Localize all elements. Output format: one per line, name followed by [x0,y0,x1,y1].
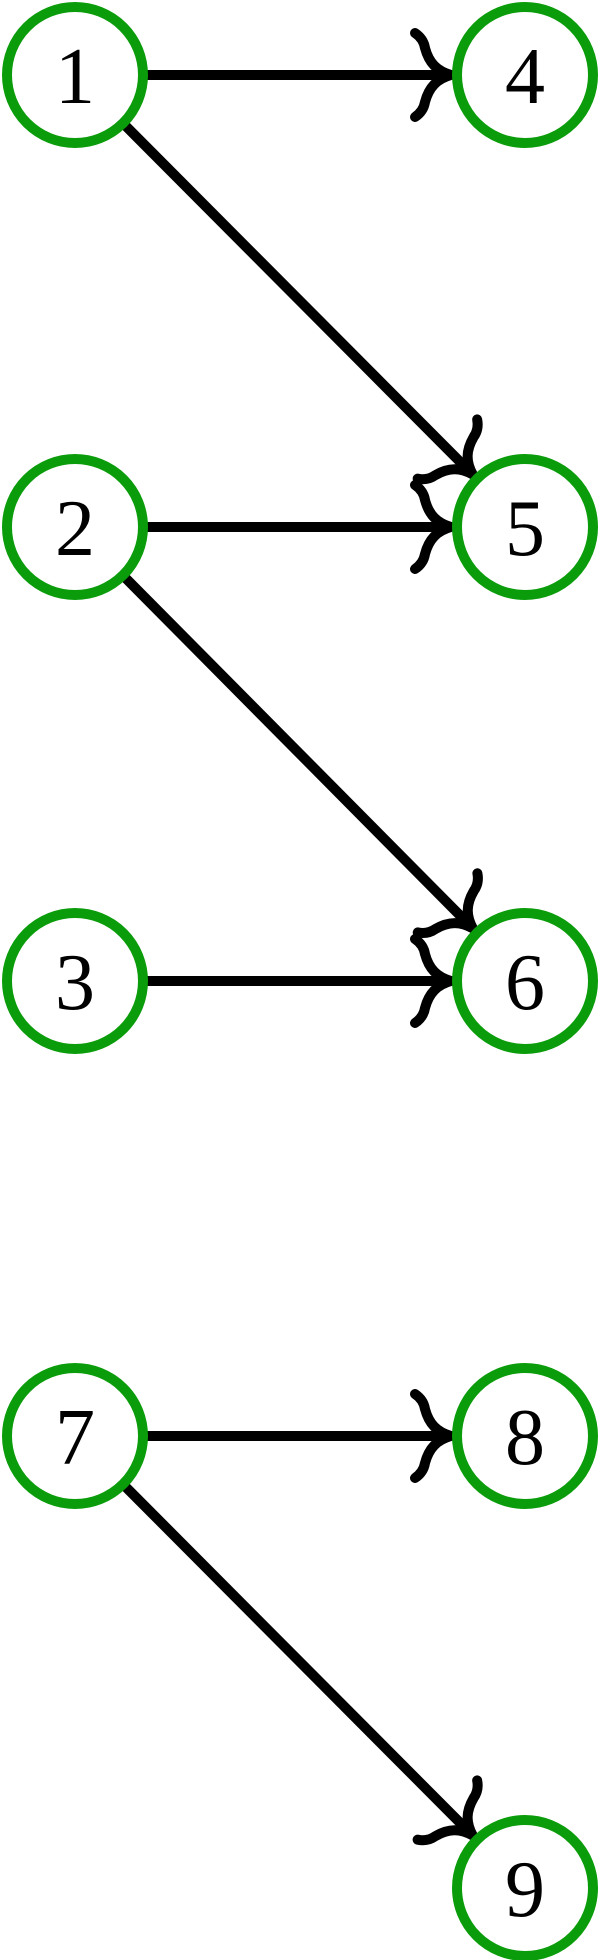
node-6-label: 6 [505,939,545,1027]
node-7-circle [2,1363,148,1509]
node-3-circle [2,908,148,1054]
node-4: 4 [452,2,598,148]
node-4-label: 4 [505,33,545,121]
node-6-circle [452,908,598,1054]
node-3-label: 3 [55,939,95,1027]
node-2-label: 2 [55,485,95,573]
edge-7-9 [71,1432,483,1846]
node-2: 2 [2,454,148,600]
node-8-circle [452,1363,598,1509]
node-5: 5 [452,454,598,600]
node-2-circle [2,454,148,600]
edge-1-5 [71,71,483,485]
node-6: 6 [452,908,598,1054]
node-5-label: 5 [505,485,545,573]
node-8-label: 8 [505,1394,545,1482]
node-3: 3 [2,908,148,1054]
node-8: 8 [452,1363,598,1509]
node-9-circle [452,1815,598,1960]
node-9: 9 [452,1815,598,1960]
node-7-label: 7 [55,1394,95,1482]
edge-2-6 [71,523,483,939]
node-7: 7 [2,1363,148,1509]
node-4-circle [452,2,598,148]
node-9-label: 9 [505,1846,545,1934]
node-1-label: 1 [55,33,95,121]
node-5-circle [452,454,598,600]
node-1-circle [2,2,148,148]
node-1: 1 [2,2,148,148]
